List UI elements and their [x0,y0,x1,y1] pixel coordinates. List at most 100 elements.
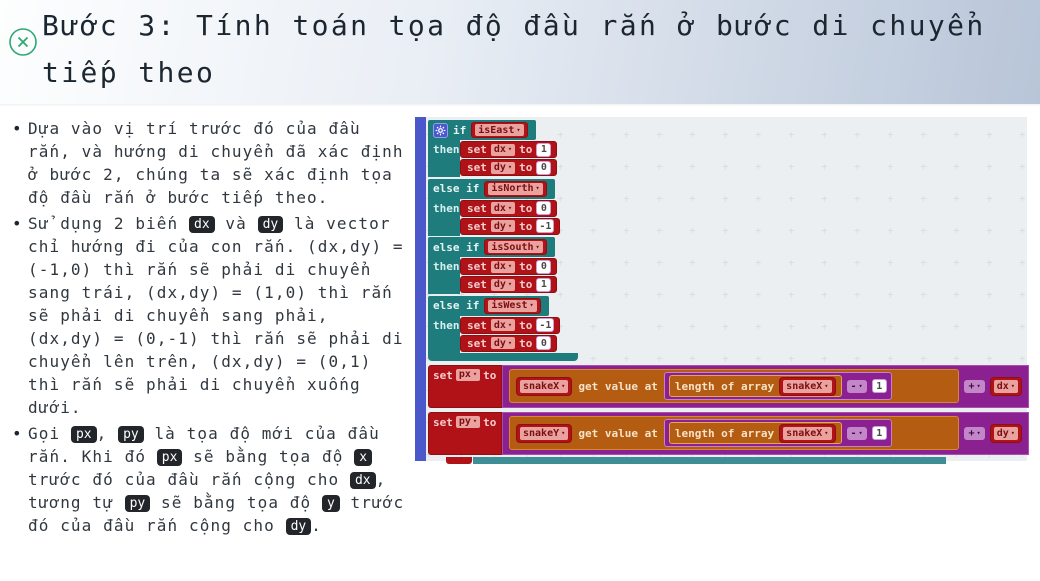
gear-icon[interactable] [433,122,448,138]
grid-plus-mark: + [590,192,597,205]
grid-plus-mark: + [1019,352,1026,365]
variable-dropdown[interactable]: dy▾ [989,423,1022,443]
condition-dropdown[interactable]: isSouth▾ [484,239,547,255]
operator-dropdown[interactable]: -▾ [846,379,867,393]
close-button[interactable] [8,27,38,57]
grid-plus-mark: + [854,160,861,173]
condition-dropdown[interactable]: isEast▾ [471,122,528,138]
condition-value[interactable]: isSouth▾ [488,241,543,253]
grid-plus-mark: + [689,160,696,173]
array-get-value-block[interactable]: snakeY▾ get value at length of array snakeX… [509,416,960,450]
variable-dropdown[interactable]: px▾ [455,368,481,381]
variable-dropdown[interactable]: dx▾ [490,202,516,214]
grid-plus-mark: + [425,448,432,461]
value-input[interactable]: 1 [536,142,552,157]
grid-plus-mark: + [788,224,795,237]
array-length-block[interactable]: length of array snakeX▾ [668,422,842,444]
grid-plus-mark: + [557,320,564,333]
grid-plus-mark: + [854,224,861,237]
variable-dropdown[interactable]: dx▾ [490,319,516,331]
value-input[interactable]: -1 [536,219,555,233]
dropdown-caret-icon: ▾ [1010,381,1015,390]
grid-plus-mark: + [1019,320,1026,333]
grid-plus-mark: + [821,256,828,269]
condition-value[interactable]: isEast▾ [475,124,524,136]
variable-value[interactable]: snakeX▾ [783,426,832,440]
value-input[interactable]: 0 [536,336,552,350]
partial-block[interactable] [473,456,946,464]
variable-value[interactable]: snakeX▾ [783,379,832,393]
then-label: then [428,257,460,294]
variable-value[interactable]: snakeX▾ [520,379,569,393]
variable-dropdown[interactable]: snakeX▾ [516,376,573,396]
variable-value[interactable]: dx▾ [993,379,1018,393]
variable-dropdown[interactable]: dx▾ [989,376,1022,396]
variable-dropdown[interactable]: snakeX▾ [779,423,836,443]
value-input[interactable]: -1 [536,318,555,332]
math-operation-block[interactable]: snakeY▾ get value at length of array snakeX… [502,411,1029,455]
value-input[interactable]: 0 [536,160,552,175]
grid-plus-mark: + [854,288,861,301]
variable-value[interactable]: snakeY▾ [520,426,569,440]
dropdown-caret-icon: ▾ [507,338,513,347]
condition-value[interactable]: isNorth▾ [488,182,543,195]
set-label: set [467,278,487,291]
grid-plus-mark: + [755,192,762,205]
value-input[interactable]: 1 [871,426,887,440]
grid-plus-mark: + [821,160,828,173]
inline-code-badge: px [70,426,97,443]
length-of-array-label: length of array [674,426,775,440]
value-input[interactable]: 1 [536,277,552,292]
condition-dropdown[interactable]: isNorth▾ [484,180,547,197]
dropdown-caret-icon: ▾ [535,184,540,192]
enclosing-block-left-edge[interactable] [415,117,426,461]
grid-plus-mark: + [590,160,597,173]
variable-dropdown[interactable]: dy▾ [490,161,516,174]
variable-dropdown[interactable]: dx▾ [490,260,516,273]
variable-dropdown[interactable]: dy▾ [490,220,516,232]
operator-dropdown[interactable]: -▾ [846,426,867,440]
get-value-at-label: get value at [578,426,658,440]
variable-dropdown[interactable]: dy▾ [490,337,516,349]
value-input[interactable]: 1 [871,379,887,393]
grid-plus-mark: + [887,256,894,269]
variable-dropdown[interactable]: dx▾ [490,143,516,156]
variable-dropdown[interactable]: dy▾ [490,278,516,291]
condition-dropdown[interactable]: isWest▾ [484,297,541,314]
variable-value[interactable]: dy▾ [993,426,1018,440]
operator-dropdown[interactable]: +▾ [964,379,985,393]
value-input[interactable]: 0 [536,201,552,215]
value-input[interactable]: 0 [536,259,552,274]
variable-dropdown[interactable]: snakeX▾ [779,376,836,396]
condition-value[interactable]: isWest▾ [488,299,537,312]
variable-dropdown[interactable]: snakeY▾ [516,423,573,443]
blockly-workspace[interactable]: ++++++++++++++++++++++++++++++++++++++++… [415,117,1029,464]
variable-dropdown[interactable]: py▾ [455,415,481,428]
math-subtract-block[interactable]: length of array snakeX▾ -▾ 1 [663,419,892,447]
operator-dropdown[interactable]: +▾ [964,426,985,440]
grid-plus-mark: + [953,160,960,173]
inline-code-badge: dy [257,216,284,233]
to-label: to [519,336,533,350]
